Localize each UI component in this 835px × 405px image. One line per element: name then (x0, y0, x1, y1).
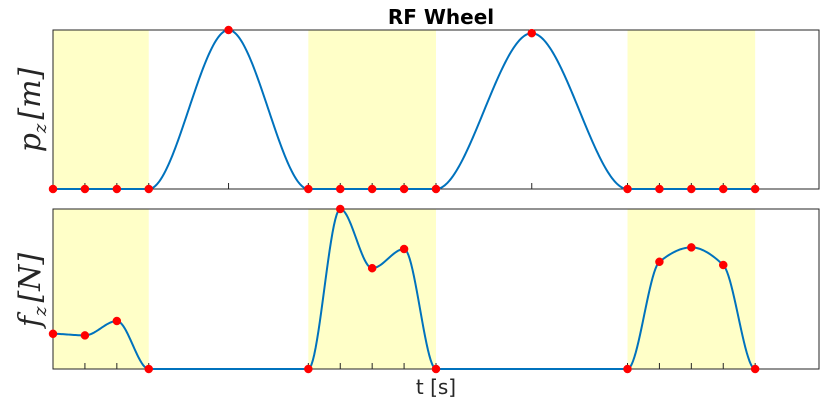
force-markers (48, 204, 760, 374)
y-label-unit: [m] (13, 67, 48, 119)
position-data-point (750, 184, 760, 194)
position-data-point (719, 184, 728, 194)
force-data-point (719, 260, 728, 270)
position-data-point (431, 184, 441, 194)
stance-bands-bottom (53, 209, 756, 369)
y-axis-label-force: fz[N] (13, 253, 51, 330)
force-data-point (144, 364, 153, 374)
force-data-point (336, 204, 345, 214)
stance-band (627, 209, 756, 369)
force-data-point (112, 316, 122, 326)
position-data-point (336, 184, 345, 194)
stance-band (308, 30, 436, 189)
position-data-point (112, 184, 122, 194)
stance-band (308, 209, 436, 369)
position-data-point (687, 184, 696, 194)
position-data-point (367, 184, 377, 194)
x-axis-label: t [s] (416, 375, 456, 399)
position-data-point (527, 28, 536, 38)
force-data-point (431, 364, 441, 374)
position-data-point (399, 184, 409, 194)
force-data-point (655, 257, 664, 267)
position-data-point (80, 184, 90, 194)
axes-force (48, 204, 820, 374)
x-ticks-bottom (52, 363, 756, 369)
position-data-point (623, 184, 632, 194)
position-markers (48, 25, 760, 194)
position-data-point (304, 184, 313, 194)
y-label-main: p (13, 133, 48, 152)
force-data-point (48, 329, 58, 339)
force-data-point (623, 364, 632, 374)
force-data-point (80, 331, 90, 340)
y-label-unit: [N] (13, 253, 48, 303)
y-label-sub: z (30, 123, 51, 134)
force-data-point (750, 364, 760, 374)
position-data-point (655, 184, 664, 194)
stance-band (53, 30, 149, 189)
position-data-point (48, 184, 58, 194)
stance-bands-top (53, 30, 756, 189)
force-data-point (304, 364, 313, 374)
stance-band (627, 30, 756, 189)
position-data-point (144, 184, 153, 194)
force-data-point (687, 243, 696, 252)
position-data-point (224, 25, 233, 35)
stance-band (53, 209, 149, 369)
force-data-point (367, 263, 377, 273)
axes-position (48, 25, 820, 194)
y-axis-label-position: pz [m] (13, 67, 51, 152)
chart-title: RF Wheel (388, 5, 494, 29)
force-data-point (399, 244, 409, 254)
y-label-sub: z (30, 306, 51, 317)
